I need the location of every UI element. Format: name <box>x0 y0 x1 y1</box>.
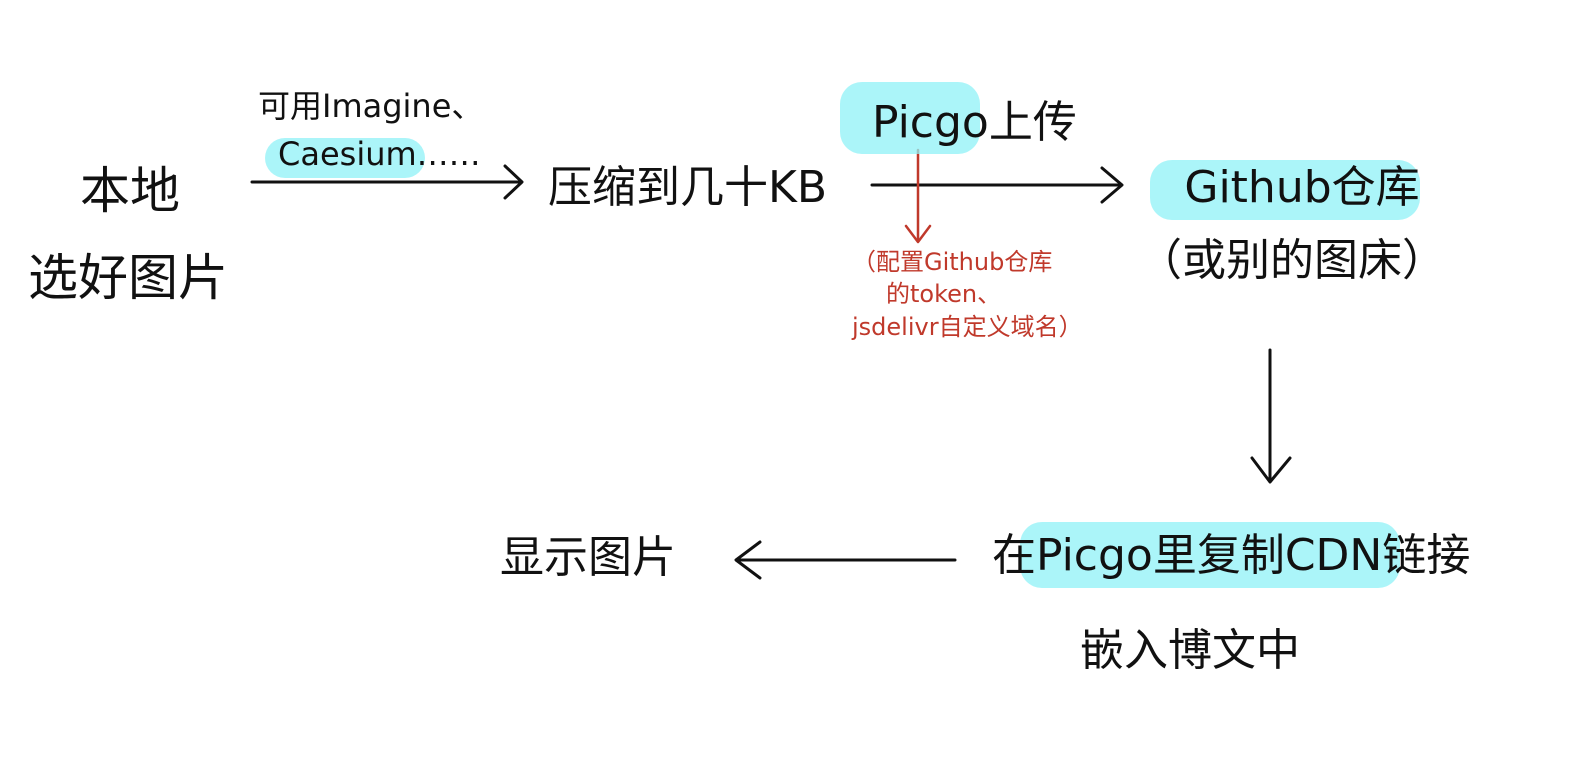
highlight-caesium <box>265 138 425 178</box>
node-display: 显示图片 <box>500 532 676 583</box>
node-compress: 压缩到几十KB <box>548 162 828 213</box>
arrow-picgo-config <box>904 148 932 244</box>
node-tool-note: 可用Imagine、 Caesium…… <box>258 82 483 178</box>
node-tool-note-line2: Caesium…… <box>278 135 481 173</box>
node-repo-line1: Github仓库 <box>1184 162 1420 213</box>
node-copy-link-line1: 在Picgo里复制CDN链接 <box>992 530 1471 581</box>
node-copy-link-line2: 嵌入博文中 <box>1080 625 1300 676</box>
node-repo-line2: （或别的图床） <box>1138 235 1446 286</box>
node-config-note-line2: 的token、 <box>886 280 1002 309</box>
arrow-compress-to-repo <box>870 166 1124 204</box>
node-config-note-line3: jsdelivr自定义域名） <box>852 312 1083 341</box>
highlight-copy-link <box>1020 522 1400 588</box>
highlight-repo <box>1150 160 1420 220</box>
node-local-line2: 选好图片 <box>28 248 228 307</box>
node-config-note-line1: （配置Github仓库 <box>852 248 1053 276</box>
node-local: 本地 选好图片 <box>28 160 228 309</box>
node-local-line1: 本地 <box>80 162 180 220</box>
arrow-repo-to-copy-link <box>1250 348 1292 484</box>
arrow-local-to-compress <box>250 164 524 200</box>
node-picgo: Picgo上传 <box>872 97 1077 148</box>
node-repo: Github仓库 （或别的图床） <box>1138 160 1446 288</box>
arrow-copy-link-to-display <box>734 540 957 580</box>
node-copy-link: 在Picgo里复制CDN链接 嵌入博文中 <box>992 528 1470 678</box>
highlight-picgo <box>840 82 980 154</box>
node-tool-note-line1: 可用Imagine、 <box>258 87 484 125</box>
node-config-note: （配置Github仓库 的token、 jsdelivr自定义域名） <box>852 246 1083 343</box>
